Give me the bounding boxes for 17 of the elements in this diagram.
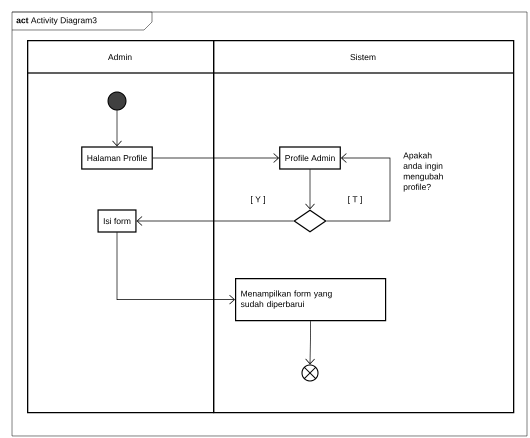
initial-node bbox=[108, 92, 126, 110]
final-node bbox=[301, 364, 319, 382]
action-box: Menampilkan form yang sudah diperbarui bbox=[235, 278, 386, 322]
arrow bbox=[326, 153, 390, 222]
action-box: Halaman Profile bbox=[81, 146, 153, 170]
arrow bbox=[305, 320, 315, 364]
arrow bbox=[116, 232, 235, 304]
arrow bbox=[112, 110, 122, 146]
edge-label: [ T ] bbox=[348, 196, 362, 204]
arrow bbox=[136, 216, 294, 226]
arrow bbox=[152, 153, 280, 163]
note: Apakah anda ingin mengubah profile? bbox=[403, 152, 443, 192]
title: act Activity Diagram3 bbox=[16, 17, 97, 25]
action-box: Isi form bbox=[97, 209, 137, 233]
arrow bbox=[305, 169, 315, 210]
edge-label: [ Y ] bbox=[251, 196, 265, 204]
action-box: Profile Admin bbox=[279, 146, 341, 170]
